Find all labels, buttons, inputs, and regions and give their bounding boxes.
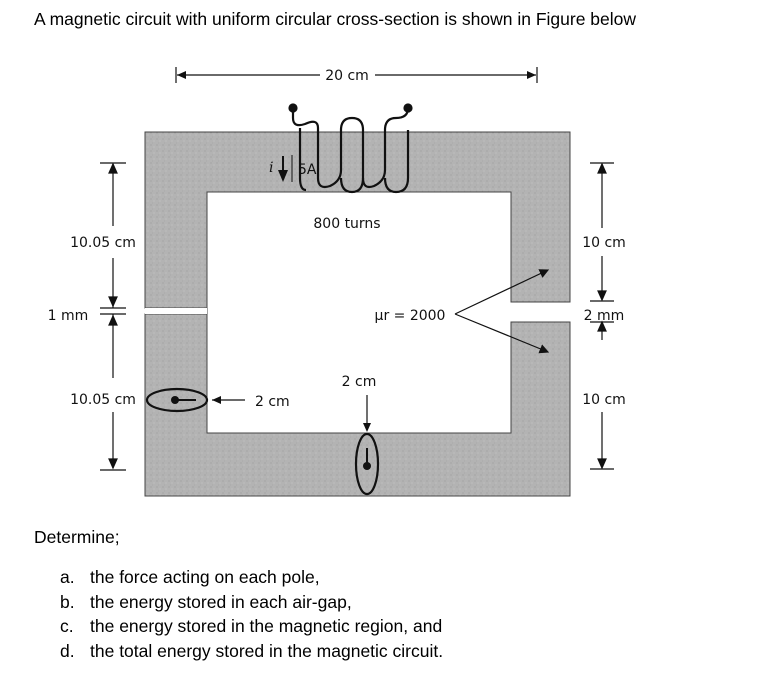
current-label: 5A <box>298 162 317 178</box>
left-lower-label: 10.05 cm <box>70 392 136 408</box>
question-item: b. the energy stored in each air-gap, <box>60 590 443 615</box>
permeability-pointer: μr = 2000 <box>375 269 550 354</box>
permeability-label: μr = 2000 <box>375 308 446 324</box>
question-item: c. the energy stored in the magnetic regi… <box>60 614 443 639</box>
right-lower-label: 10 cm <box>582 392 626 408</box>
left-upper-label: 10.05 cm <box>70 235 136 251</box>
question-item: a. the force acting on each pole, <box>60 565 443 590</box>
coil <box>288 103 413 194</box>
question-text: the force acting on each pole, <box>90 567 320 587</box>
right-upper-label: 10 cm <box>582 235 626 251</box>
current-indicator: i 5A <box>269 155 317 182</box>
right-dimensions <box>590 162 614 470</box>
bottom-cross-section-label: 2 cm <box>342 374 377 390</box>
question-label: b. <box>60 591 75 612</box>
width-dimension: 20 cm <box>175 67 538 84</box>
left-cross-section: 2 cm <box>145 387 290 413</box>
question-text: the total energy stored in the magnetic … <box>90 640 444 661</box>
left-gap-label: 1 mm <box>48 308 89 324</box>
question-label: d. <box>60 640 75 661</box>
question-label: a. <box>60 567 75 587</box>
magnetic-circuit-figure: 20 cm i 5A 800 turns 10.05 cm 1 mm 10.05 <box>48 67 626 497</box>
left-dimensions <box>100 162 126 471</box>
magnetic-core <box>144 131 571 497</box>
left-cross-section-label: 2 cm <box>255 394 290 410</box>
current-symbol: i <box>269 160 273 176</box>
problem-intro: A magnetic circuit with uniform circular… <box>34 9 637 29</box>
right-gap-label: 2 mm <box>584 308 625 324</box>
left-air-gap <box>145 308 207 314</box>
turns-label: 800 turns <box>313 216 380 232</box>
question-label: c. <box>60 616 74 636</box>
width-label: 20 cm <box>325 68 369 84</box>
determine-heading: Determine; <box>34 527 120 547</box>
question-text: the energy stored in the magnetic region… <box>90 616 443 636</box>
question-item: d. the total energy stored in the magneti… <box>60 639 443 664</box>
question-text: the energy stored in each air-gap, <box>90 591 352 612</box>
question-list: a. the force acting on each pole, b. the e… <box>60 565 443 663</box>
bottom-cross-section: 2 cm <box>342 374 380 496</box>
